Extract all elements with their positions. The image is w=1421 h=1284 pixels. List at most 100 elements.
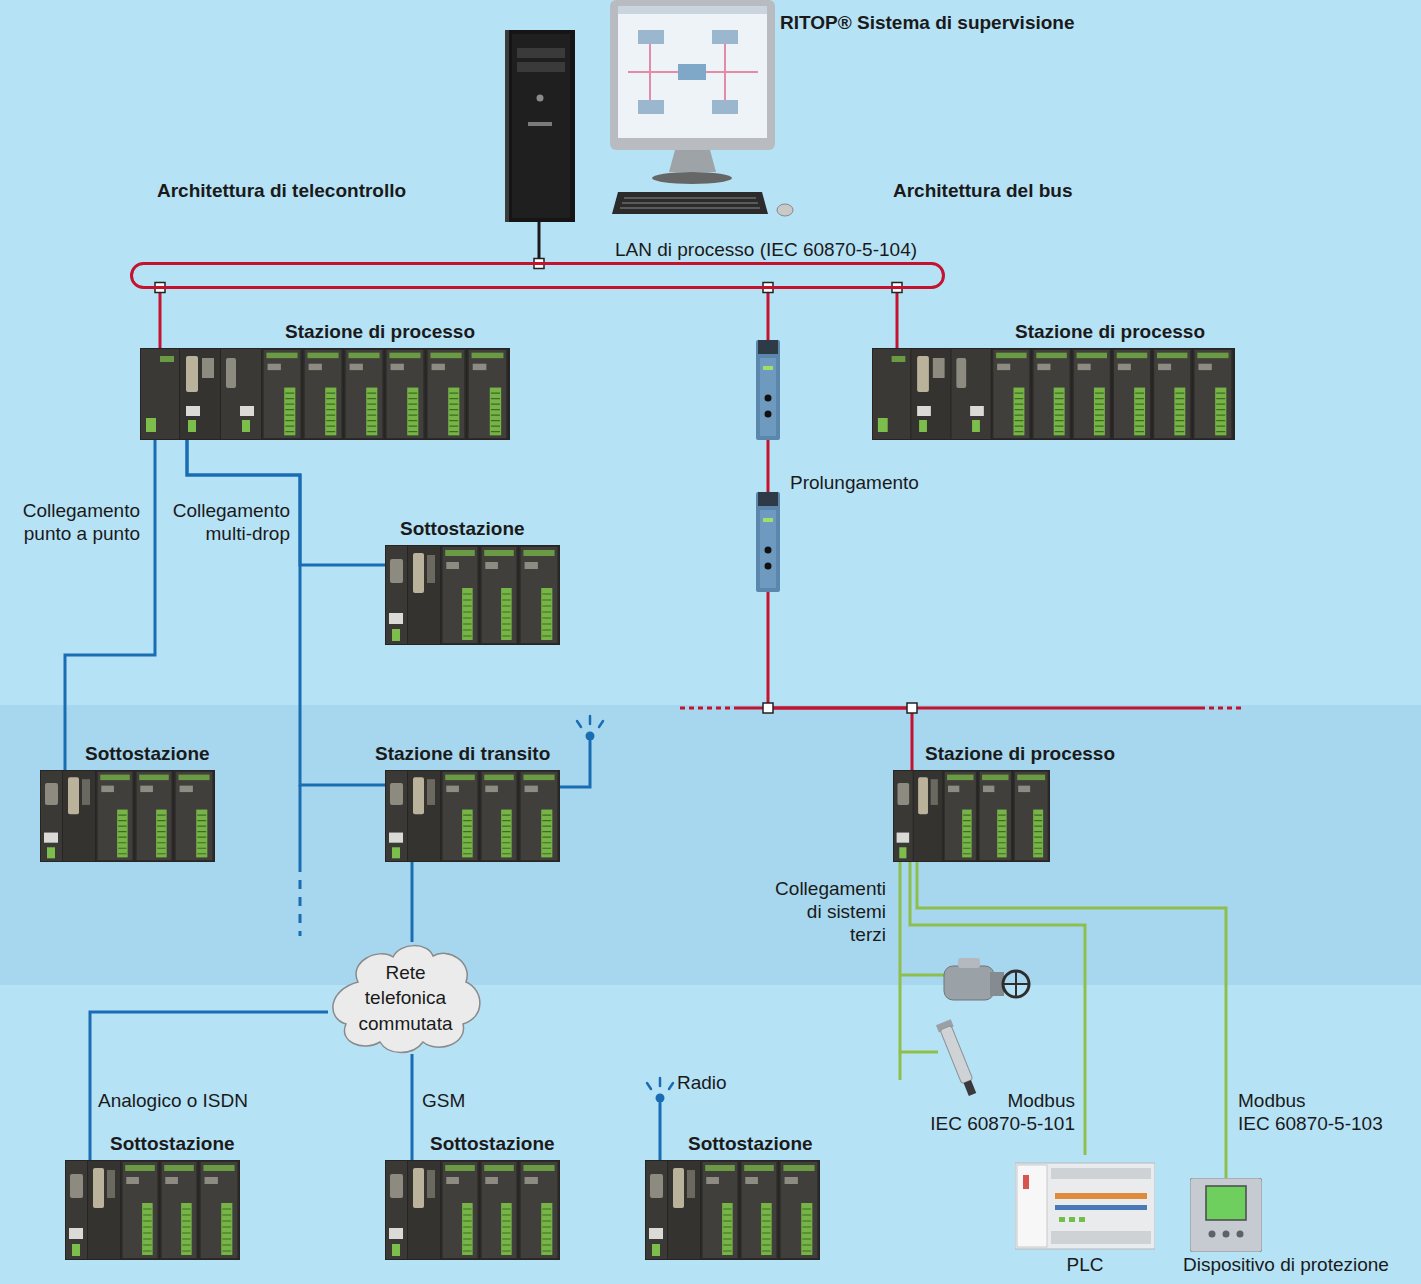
rackS-picture [385, 545, 560, 645]
transit-station: Stazione di transito [385, 770, 560, 862]
substation: Sottostazione [645, 1160, 820, 1260]
node-label: LAN di processo (IEC 60870-5-104) [615, 239, 917, 262]
multi-drop-continuation-part [299, 785, 302, 872]
node-label: Dispositivo di protezione [1183, 1254, 1389, 1277]
multi-drop-continuation [299, 785, 302, 936]
sensor-symbol [936, 1019, 980, 1097]
connector-line [159, 289, 162, 348]
process-station: Stazione di processo [872, 348, 1235, 440]
antenna-dot [586, 732, 665, 1103]
rackL-picture [140, 348, 510, 440]
substation: Sottostazione [40, 770, 215, 862]
line-break-spacer [1318, 1090, 1408, 1094]
substation: Sottostazione [385, 1160, 560, 1260]
phone-network-cloud: Rete telefonica commutata [328, 942, 483, 1054]
node-label: PLC [1015, 1254, 1155, 1277]
station-heading: Sottostazione [430, 1133, 555, 1156]
connector-label: GSM [422, 1090, 465, 1113]
actuator-symbol-part [958, 958, 980, 968]
node-label: Rete telefonica commutata [350, 960, 462, 1037]
connector-line [65, 440, 155, 770]
field-bus-line-part [735, 707, 1200, 710]
connector-label: Modbus IEC 60870-5-103 [1238, 1090, 1408, 1136]
background-band [0, 985, 1421, 1284]
station-heading: Stazione di processo [925, 743, 1115, 766]
background-band [0, 705, 1421, 985]
station-heading: Stazione di transito [375, 743, 550, 766]
connector-line [896, 289, 899, 348]
pc-picture [500, 0, 805, 222]
connector-line [187, 440, 385, 785]
pc-picture [505, 0, 793, 222]
plc-picture [1015, 1155, 1155, 1251]
multi-drop-continuation-part [299, 880, 302, 936]
connector-label: Modbus IEC 60870-5-101 [905, 1090, 1075, 1136]
sensor-symbol-part [940, 1026, 973, 1084]
field-bus-line-part [1200, 707, 1242, 710]
rackS-picture [385, 1160, 560, 1260]
rackS-picture [385, 545, 560, 645]
bus-tap-square-part [907, 703, 917, 713]
rackS-picture [645, 1160, 820, 1260]
third-party-note: Collegamenti di sistemi terzi [770, 878, 886, 946]
third-party-wire-part [900, 1051, 938, 1054]
station-heading: Sottostazione [110, 1133, 235, 1156]
connector-label: Collegamento punto a punto [8, 500, 140, 546]
background-band [0, 0, 1421, 705]
third-party-wire [900, 862, 944, 1080]
antenna-symbol [560, 716, 673, 1160]
actuator-symbol-part [1003, 971, 1029, 997]
rackL-picture [872, 348, 1235, 440]
antenna-dot-part [656, 1094, 665, 1103]
actuator-symbol [944, 958, 1029, 1000]
prot-picture [1190, 1178, 1262, 1252]
plc-device: PLC [1015, 1155, 1155, 1251]
rackL-picture [872, 348, 1235, 440]
media-converter [756, 340, 780, 592]
rackS-picture [385, 770, 560, 862]
rackS-picture [65, 1160, 240, 1260]
substation: Sottostazione [65, 1160, 240, 1260]
rackS-picture [893, 770, 1050, 862]
field-bus-line-part [680, 707, 735, 710]
media-converter-part [756, 340, 780, 440]
connector-line [411, 1054, 414, 1160]
rackS-picture [40, 770, 215, 862]
station-heading: Sottostazione [400, 518, 525, 541]
section-heading: Architettura del bus [893, 180, 1072, 203]
process-station: Stazione di processo [140, 348, 510, 440]
media-converter-part [756, 492, 780, 592]
supervision-workstation: RITOP® Sistema di supervisione [500, 0, 805, 222]
antenna-symbol-part [659, 1103, 662, 1160]
antenna-dot-part [586, 732, 595, 741]
rackS-picture [65, 1160, 240, 1260]
connector-label: Collegamento multi-drop [158, 500, 290, 546]
rackS-picture [40, 770, 215, 862]
connector-label: Analogico o ISDN [98, 1090, 248, 1113]
third-party-wire-part [899, 862, 902, 1080]
prot-picture [1190, 1178, 1262, 1252]
section-heading: Architettura di telecontrollo [157, 180, 406, 203]
radio-label: Radio [677, 1072, 727, 1095]
process-station: Stazione di processo [893, 770, 1050, 862]
actuator-symbol-part [944, 966, 994, 1000]
cloud-picture [333, 946, 480, 1053]
antenna-symbol-part [560, 741, 590, 787]
antenna-symbol-part [577, 716, 603, 727]
rackS-picture [385, 1160, 560, 1260]
protection-device: Dispositivo di protezione [1190, 1178, 1262, 1252]
rackS-picture [645, 1160, 820, 1260]
line-break-spacer [905, 1090, 995, 1094]
substation: Sottostazione [385, 545, 560, 645]
connector-line [90, 1012, 328, 1160]
plc-picture [1015, 1163, 1155, 1249]
third-party-wire-part [900, 974, 944, 977]
station-heading: Stazione di processo [285, 321, 475, 344]
bus-tap-square-part [763, 703, 773, 713]
station-heading: RITOP® Sistema di supervisione [780, 12, 1075, 35]
connector-line [411, 862, 414, 942]
connector-line [910, 862, 1085, 1155]
rackL-picture [140, 348, 510, 440]
station-heading: Sottostazione [85, 743, 210, 766]
